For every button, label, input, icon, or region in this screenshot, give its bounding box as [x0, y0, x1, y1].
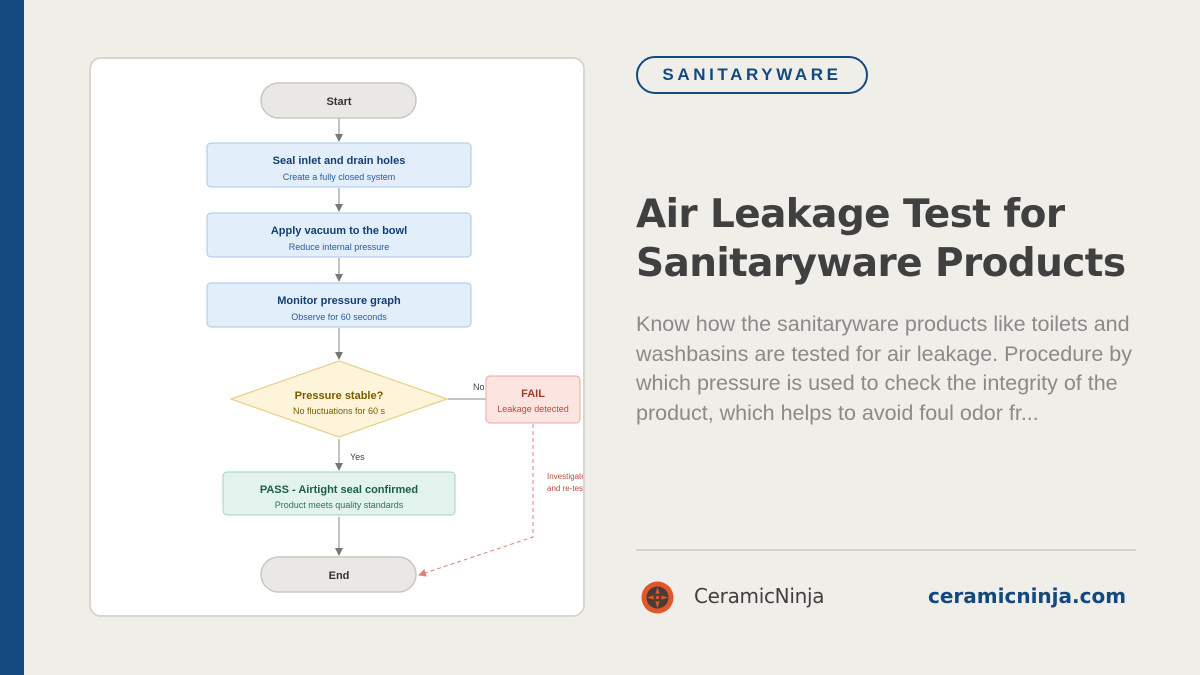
pass-node: [222, 471, 456, 516]
step-vacuum-node: [206, 212, 472, 258]
ninja-star-icon: [641, 581, 674, 614]
end-label: End: [329, 570, 350, 582]
flowchart-image: Start Seal inlet and drain holes Create …: [89, 57, 585, 617]
decision-title: Pressure stable?: [295, 390, 384, 402]
no-label: No: [473, 382, 485, 392]
category-tag[interactable]: SANITARYWARE: [636, 56, 868, 94]
brand-name: CeramicNinja: [694, 584, 825, 608]
retest-label-line2: and re-test: [547, 484, 585, 493]
site-url-link[interactable]: ceramicninja.com: [928, 584, 1127, 608]
title-line-1: Air Leakage Test for: [636, 192, 1065, 237]
yes-label: Yes: [350, 452, 365, 462]
pass-subtitle: Product meets quality standards: [275, 500, 404, 510]
flowchart-svg: Start Seal inlet and drain holes Create …: [206, 82, 585, 593]
step-monitor-node: [206, 282, 472, 328]
retest-label-line1: Investigate: [547, 472, 585, 481]
article-description: Know how the sanitaryware products like …: [636, 312, 1132, 425]
fail-subtitle: Leakage detected: [497, 404, 569, 414]
step-vacuum-title: Apply vacuum to the bowl: [271, 225, 407, 237]
step-seal-title: Seal inlet and drain holes: [273, 155, 406, 167]
pass-title: PASS - Airtight seal confirmed: [260, 484, 418, 496]
fail-node: [485, 375, 581, 424]
accent-bar: [0, 0, 24, 675]
divider: [636, 549, 1136, 551]
decision-node: [229, 360, 449, 438]
title-line-2: Sanitaryware Products: [636, 241, 1126, 286]
end-node: [260, 556, 417, 593]
step-monitor-subtitle: Observe for 60 seconds: [291, 312, 387, 322]
step-monitor-title: Monitor pressure graph: [277, 295, 401, 307]
fail-title: FAIL: [521, 388, 545, 400]
start-node: [260, 82, 417, 119]
step-seal-subtitle: Create a fully closed system: [283, 172, 396, 182]
category-label: SANITARYWARE: [662, 65, 842, 84]
step-vacuum-subtitle: Reduce internal pressure: [289, 242, 390, 252]
start-label: Start: [326, 96, 351, 108]
arrow-fail-to-end: [418, 424, 534, 577]
step-seal-node: [206, 142, 472, 188]
decision-subtitle: No fluctuations for 60 s: [293, 406, 386, 416]
article-title: Air Leakage Test for Sanitaryware Produc…: [636, 190, 1156, 288]
